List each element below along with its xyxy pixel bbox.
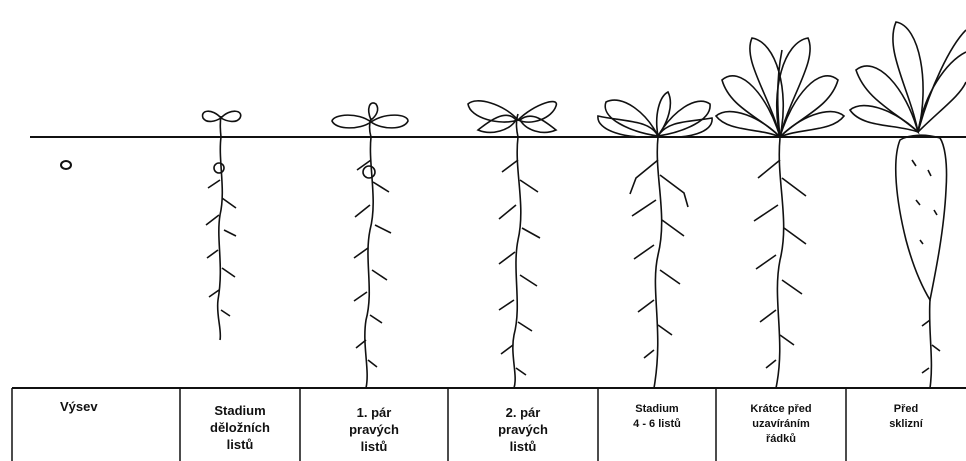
stage-label-cotyledon: Stadium děložních listů — [180, 402, 300, 453]
stage-label-sowing: Výsev — [12, 398, 180, 415]
plant-before-row-closure-icon — [716, 38, 844, 388]
seed-icon — [61, 161, 71, 169]
stage-label-second-leaf-pair: 2. pár pravých listů — [448, 404, 598, 455]
seedling-cotyledon-icon — [203, 111, 241, 340]
stage-label-before-row-closure: Krátce před uzavíráním řádků — [716, 402, 846, 447]
stage-label-first-leaf-pair: 1. pár pravých listů — [300, 404, 448, 455]
plant-before-harvest-icon — [850, 22, 966, 388]
stage-label-before-harvest: Před sklizní — [846, 402, 966, 432]
stage-label-four-to-six-leaves: Stadium 4 - 6 listů — [598, 402, 716, 432]
seedling-first-leaf-pair-icon — [332, 103, 408, 388]
seedling-second-leaf-pair-icon — [468, 101, 556, 388]
